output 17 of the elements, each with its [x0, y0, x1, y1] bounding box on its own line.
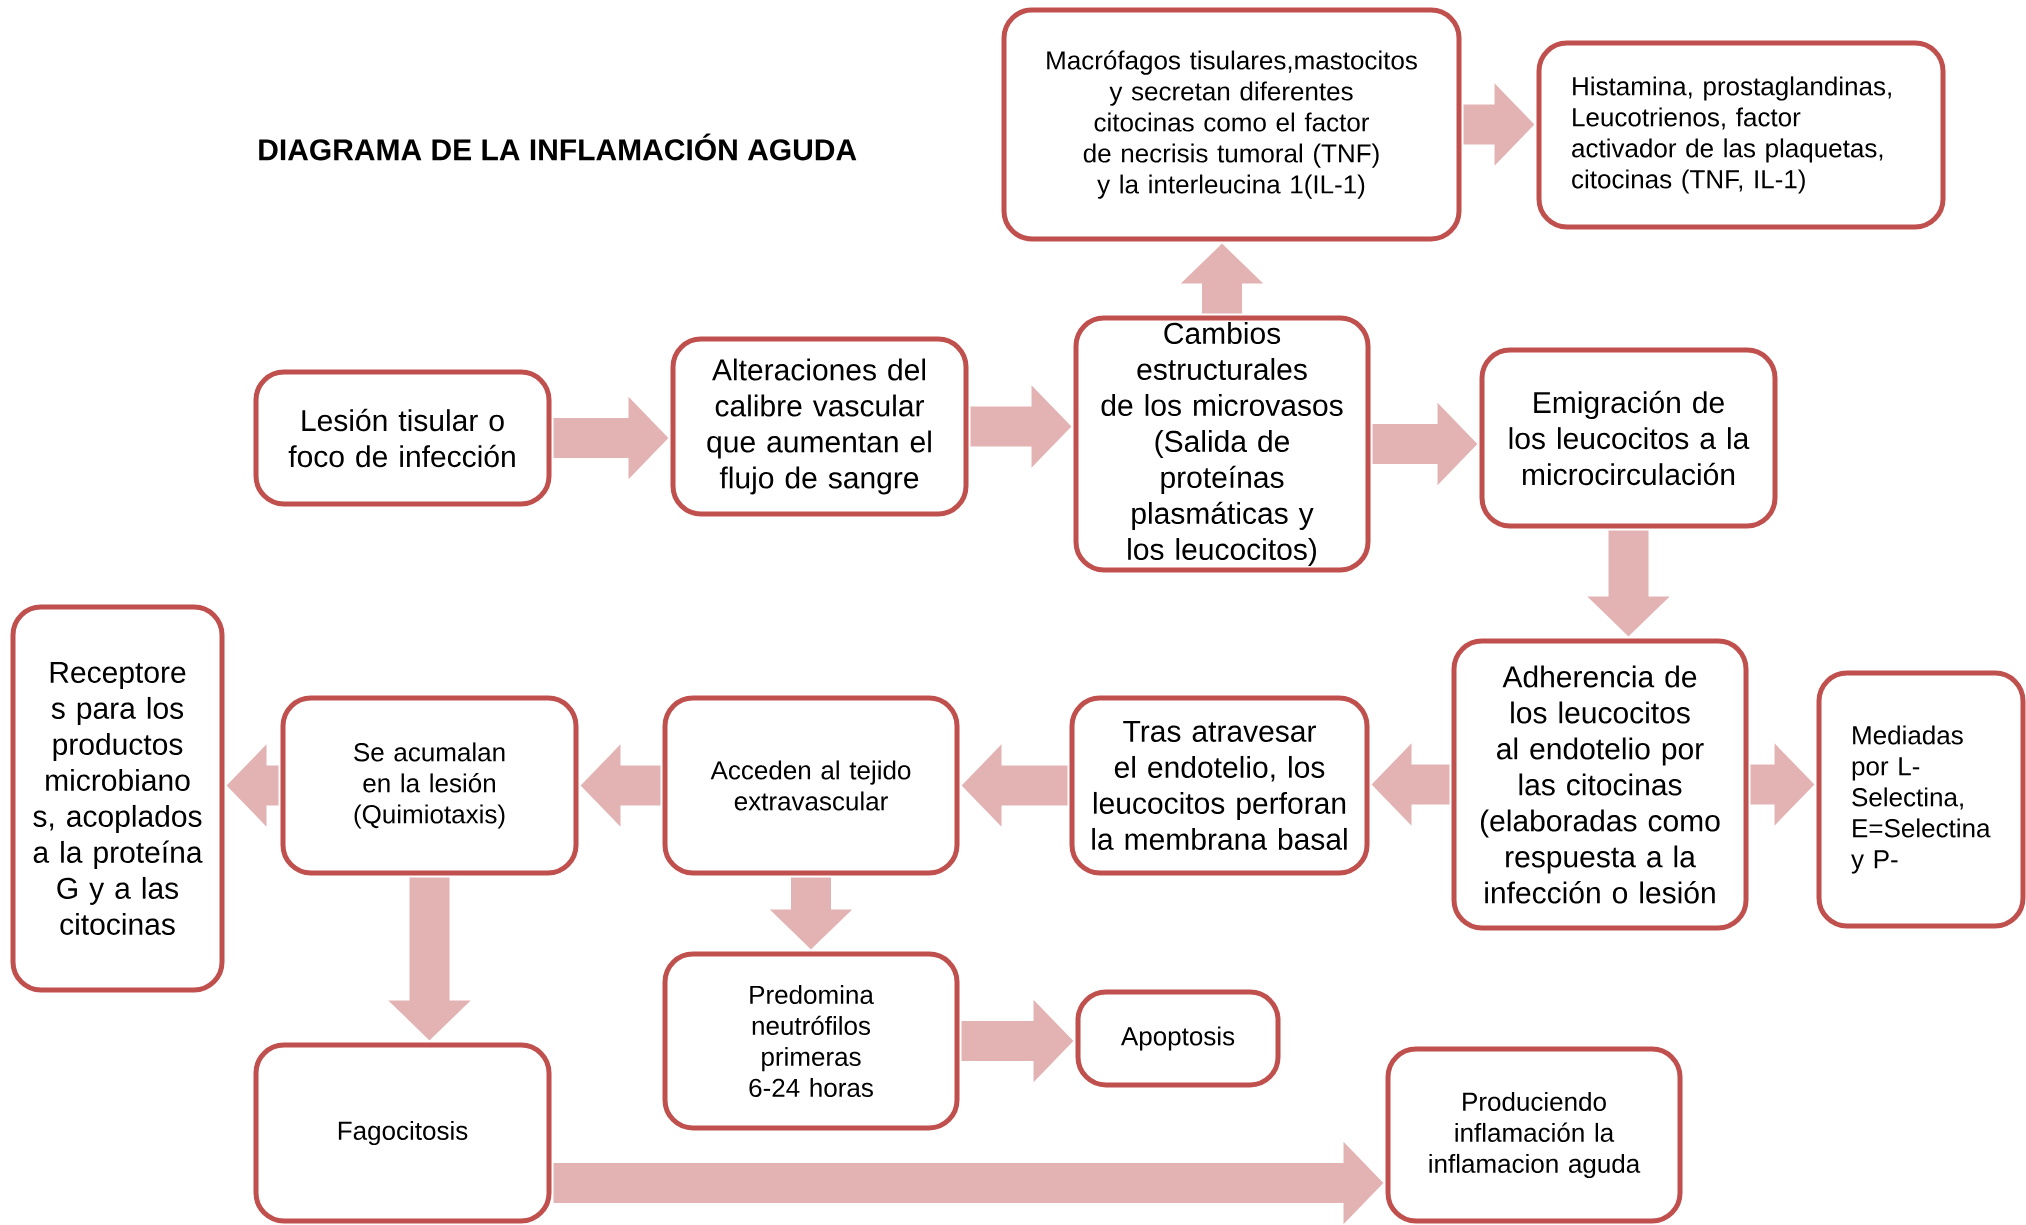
process-box: Se acumalan en la lesión (Quimiotaxis) — [280, 695, 579, 876]
process-box: Histamina, prostaglandinas, Leucotrienos, factor activador de las plaquetas, citocinas (TNF, IL-1) — [1536, 40, 1946, 230]
process-box: Apoptosis — [1075, 989, 1281, 1088]
process-box: Receptore s para los productos microbiano s, acoplados a la proteína G y a las citocinas — [10, 604, 225, 993]
process-box: Produciendo inflamación la inflamacion aguda — [1385, 1046, 1683, 1224]
process-box: Acceden al tejido extravascular — [662, 695, 960, 876]
process-box: Predomina neutrófilos primeras 6-24 horas — [662, 951, 960, 1131]
diagram-title: DIAGRAMA DE LA INFLAMACIÓN AGUDA — [259, 133, 857, 161]
process-box: Lesión tisular o foco de infección — [253, 369, 552, 507]
process-box: Alteraciones del calibre vascular que aumentan el flujo de sangre — [670, 336, 969, 517]
process-box: Fagocitosis — [253, 1042, 552, 1224]
process-box: Adherencia de los leucocitos al endotelio por las citocinas (elaboradas como respuesta a la infección o lesión — [1451, 638, 1749, 931]
process-box: Emigración de los leucocitos a la microcirculación — [1479, 347, 1778, 529]
process-box: Tras atravesar el endotelio, los leucocitos perforan la membrana basal — [1069, 695, 1370, 876]
process-box: Macrófagos tisulares,mastocitos y secretan diferentes citocinas como el factor de necrisis tumoral (TNF) y la interleucina 1(IL-1) — [1001, 7, 1462, 242]
process-box: Cambios estructurales de los microvasos (Salida de proteínas plasmáticas y los leucocitos) — [1073, 315, 1371, 573]
process-box: Mediadas por L- Selectina, E=Selectina y P- — [1816, 670, 2026, 929]
